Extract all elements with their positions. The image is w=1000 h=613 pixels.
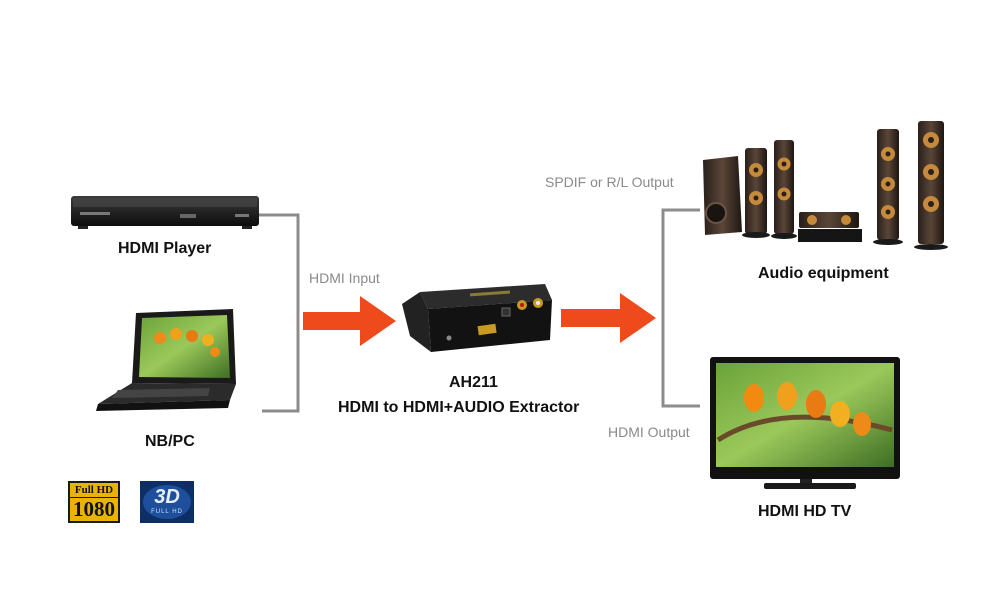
full-hd-1080-badge <box>68 481 120 523</box>
output-arrow <box>561 293 656 343</box>
tv-icon <box>710 357 900 489</box>
hdmi-hd-tv-label: HDMI HD TV <box>758 503 852 520</box>
hdmi-output-label: HDMI Output <box>608 424 690 440</box>
1080-text: 1080 <box>73 497 115 521</box>
full-hd-text: Full HD <box>74 484 114 496</box>
hdmi-input-label: HDMI Input <box>309 270 380 286</box>
3d-subtext: FULL HD <box>151 509 183 515</box>
input-arrow <box>303 296 396 346</box>
extractor-device-icon <box>402 284 552 352</box>
hdmi-player-label: HDMI Player <box>118 240 212 257</box>
extractor-model-label: AH211 <box>449 374 498 391</box>
input-connector <box>257 213 300 413</box>
audio-system-icon <box>703 121 948 250</box>
extractor-description-label: HDMI to HDMI+AUDIO Extractor <box>338 399 580 416</box>
3d-badge <box>140 481 194 523</box>
hdmi-player-icon <box>71 196 259 229</box>
output-connector <box>661 208 700 408</box>
3d-text: 3D <box>154 486 180 508</box>
audio-output-label: SPDIF or R/L Output <box>545 174 674 190</box>
audio-equipment-label: Audio equipment <box>758 265 889 282</box>
laptop-icon <box>96 309 236 411</box>
nb-pc-label: NB/PC <box>145 433 195 450</box>
